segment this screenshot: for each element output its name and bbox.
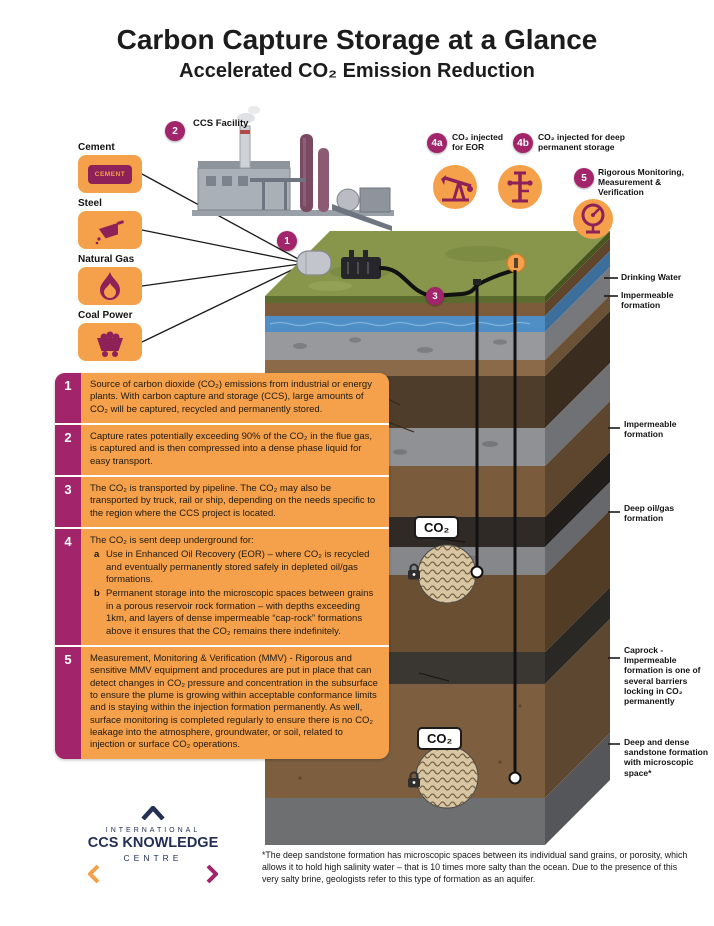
step-4a-text: Use in Enhanced Oil Recovery (EOR) – whe… (106, 549, 370, 586)
mmv-label: Rigorous Monitoring, Measurement & Verif… (598, 167, 684, 198)
coal-cart-icon (97, 331, 123, 357)
marker-4b: 4b (513, 133, 533, 153)
step-1: 1 Source of carbon dioxide (CO₂) emissio… (55, 373, 389, 424)
lock-icon-storage (406, 770, 422, 794)
logo-line-centre: CENTRE (123, 853, 183, 863)
step-4b-key: b (94, 588, 100, 600)
strata-label-drinking-water: Drinking Water (621, 272, 682, 282)
source-box-cement: CEMENT (78, 155, 142, 193)
step-4: 4 The CO₂ is sent deep underground for: … (55, 527, 389, 645)
co2-plume-storage (415, 745, 479, 809)
logo-chevron-left-icon (88, 864, 100, 884)
source-label-coal-power: Coal Power (78, 310, 133, 321)
step-4a-key: a (94, 549, 100, 561)
strata-leader-lines (604, 277, 620, 745)
source-connector-lines (141, 173, 301, 343)
gauge-icon-circle (573, 199, 613, 239)
step-4-number: 4 (55, 529, 81, 645)
geo-right-face (545, 231, 610, 845)
step-3-text: The CO₂ is transported by pipeline. The … (90, 483, 376, 519)
step-1-text: Source of carbon dioxide (CO₂) emissions… (90, 379, 372, 415)
flame-icon (100, 272, 120, 300)
marker-3: 3 (426, 287, 444, 305)
page-subtitle: Accelerated CO₂ Emission Reduction (179, 60, 535, 82)
strata-label-caprock: Caprock - Impermeable formation is one o… (624, 645, 701, 706)
pumpjack-icon (441, 175, 473, 202)
step-5-number: 5 (55, 646, 81, 759)
step-4b: b Permanent storage into the microscopic… (94, 588, 379, 637)
co2-tag-storage: CO₂ (417, 727, 463, 750)
logo-chevron-right-icon (206, 864, 218, 884)
logo-line-international: INTERNATIONAL (105, 827, 201, 834)
lock-icon-eor (406, 562, 422, 586)
strata-label-impermeable-2: Impermeable formation (624, 419, 677, 440)
steps-panel: 1 Source of carbon dioxide (CO₂) emissio… (55, 373, 389, 759)
marker-1: 1 (277, 231, 297, 251)
eor-injection-label: CO₂ injected for EOR (452, 132, 504, 153)
ccs-facility-illustration (192, 106, 394, 231)
page-title: Carbon Capture Storage at a Glance (116, 24, 598, 55)
wellhead-icon (507, 171, 533, 203)
step-5: 5 Measurement, Monitoring & Verification… (55, 644, 389, 759)
step-3: 3 The CO₂ is transported by pipeline. Th… (55, 475, 389, 528)
marker-4a: 4a (427, 133, 447, 153)
marker-2: 2 (165, 121, 185, 141)
source-label-cement: Cement (78, 142, 115, 153)
source-box-steel (78, 211, 142, 249)
deep-storage-label: CO₂ injected for deep permanent storage (538, 132, 625, 153)
step-4b-text: Permanent storage into the microscopic s… (106, 588, 374, 637)
source-label-natural-gas: Natural Gas (78, 254, 135, 265)
co2-plume-eor (417, 544, 477, 604)
footnote: *The deep sandstone formation has micros… (262, 850, 688, 884)
co2-tag-eor: CO₂ (414, 516, 460, 539)
logo-line-ccs-knowledge: CCS KNOWLEDGE (87, 835, 219, 851)
step-1-number: 1 (55, 373, 81, 424)
strata-label-impermeable-1: Impermeable formation (621, 290, 674, 311)
steel-ladle-icon (95, 220, 124, 245)
step-4-text: The CO₂ is sent deep underground for: a … (81, 529, 389, 645)
geo-top-face (265, 231, 610, 296)
injection-wells (470, 253, 526, 785)
step-4a: a Use in Enhanced Oil Recovery (EOR) – w… (94, 549, 379, 586)
marker-5: 5 (574, 168, 594, 188)
step-4-intro: The CO₂ is sent deep underground for: (90, 535, 254, 547)
step-2: 2 Capture rates potentially exceeding 90… (55, 423, 389, 476)
step-5-text: Measurement, Monitoring & Verification (… (90, 652, 378, 751)
source-box-coal-power (78, 323, 142, 361)
step-2-number: 2 (55, 425, 81, 476)
step-2-text: Capture rates potentially exceeding 90% … (90, 431, 372, 467)
strata-label-sandstone: Deep and dense sandstone formation with … (624, 737, 709, 778)
source-label-steel: Steel (78, 198, 102, 209)
capture-equipment (296, 250, 381, 279)
ccs-facility-label: CCS Facility (193, 118, 249, 129)
logo-chevron-up-icon (141, 804, 165, 821)
step-3-number: 3 (55, 477, 81, 528)
strata-label-oil-gas: Deep oil/gas formation (624, 503, 675, 524)
ccs-knowledge-centre-logo: INTERNATIONAL CCS KNOWLEDGE CENTRE (58, 804, 248, 884)
cement-bag-icon: CEMENT (87, 164, 133, 184)
source-box-natural-gas (78, 267, 142, 305)
gauge-icon (581, 203, 605, 234)
wellhead-icon-circle (498, 165, 542, 209)
pumpjack-icon-circle (433, 165, 477, 209)
